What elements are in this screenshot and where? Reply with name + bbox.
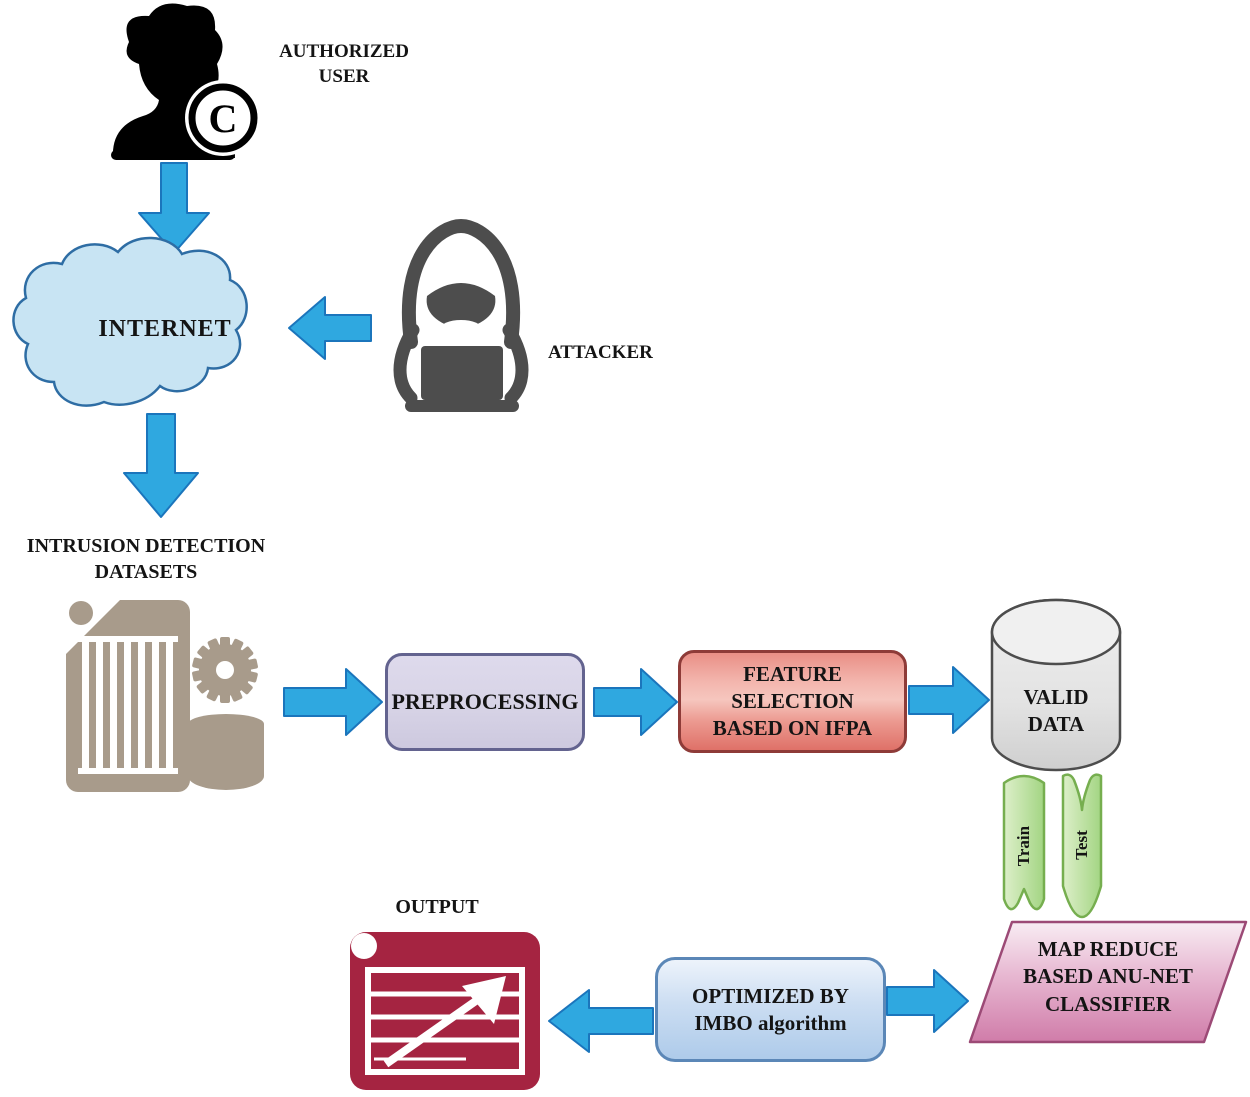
intrusion-datasets-label: INTRUSION DETECTION DATASETS bbox=[26, 535, 266, 583]
test-ribbon-icon bbox=[1061, 773, 1103, 919]
arrow-optimized-to-output bbox=[548, 989, 654, 1053]
authorized-user-label: AUTHORIZED USER bbox=[279, 41, 409, 87]
attacker-label: ATTACKER bbox=[548, 342, 653, 363]
arrow-datasets-to-preprocessing bbox=[283, 668, 383, 736]
arrow-preprocessing-to-feature bbox=[593, 668, 678, 736]
feature-selection-box: FEATURE SELECTION BASED ON IFPA bbox=[678, 650, 907, 753]
map-reduce-parallelogram bbox=[968, 920, 1248, 1044]
feature-selection-label: FEATURE SELECTION BASED ON IFPA bbox=[712, 662, 873, 740]
internet-cloud-icon bbox=[12, 236, 248, 407]
chart-report-icon bbox=[350, 932, 540, 1090]
output-label: OUTPUT bbox=[395, 896, 479, 918]
database-cylinder-icon bbox=[990, 598, 1122, 772]
internet-label: INTERNET bbox=[98, 316, 232, 342]
optimized-imbo-label: OPTIMIZED BY IMBO algorithm bbox=[692, 983, 849, 1035]
train-ribbon-icon bbox=[1002, 774, 1046, 911]
arrow-user-to-internet bbox=[138, 162, 210, 254]
gear-icon bbox=[192, 637, 258, 703]
database-document-gear-icon bbox=[66, 600, 264, 792]
small-cylinder-icon bbox=[188, 714, 264, 790]
optimized-imbo-box: OPTIMIZED BY IMBO algorithm bbox=[655, 957, 886, 1062]
arrow-feature-to-validdata bbox=[908, 666, 990, 734]
arrow-attacker-to-internet bbox=[288, 296, 372, 360]
copyright-badge-icon: C bbox=[185, 80, 261, 156]
arrow-optimized-to-classifier bbox=[886, 969, 969, 1033]
map-reduce-classifier-label: MAP REDUCE BASED ANU-NET CLASSIFIER bbox=[1023, 937, 1193, 1016]
test-label: Test bbox=[1071, 830, 1091, 860]
arrow-internet-to-datasets bbox=[123, 413, 199, 518]
valid-data-label: VALID DATA bbox=[1023, 685, 1089, 737]
copyright-letter: C bbox=[209, 96, 238, 141]
hooded-hacker-laptop-icon bbox=[393, 218, 529, 412]
preprocessing-label: PREPROCESSING bbox=[391, 688, 579, 714]
preprocessing-box: PREPROCESSING bbox=[385, 653, 585, 751]
train-label: Train bbox=[1013, 825, 1033, 867]
